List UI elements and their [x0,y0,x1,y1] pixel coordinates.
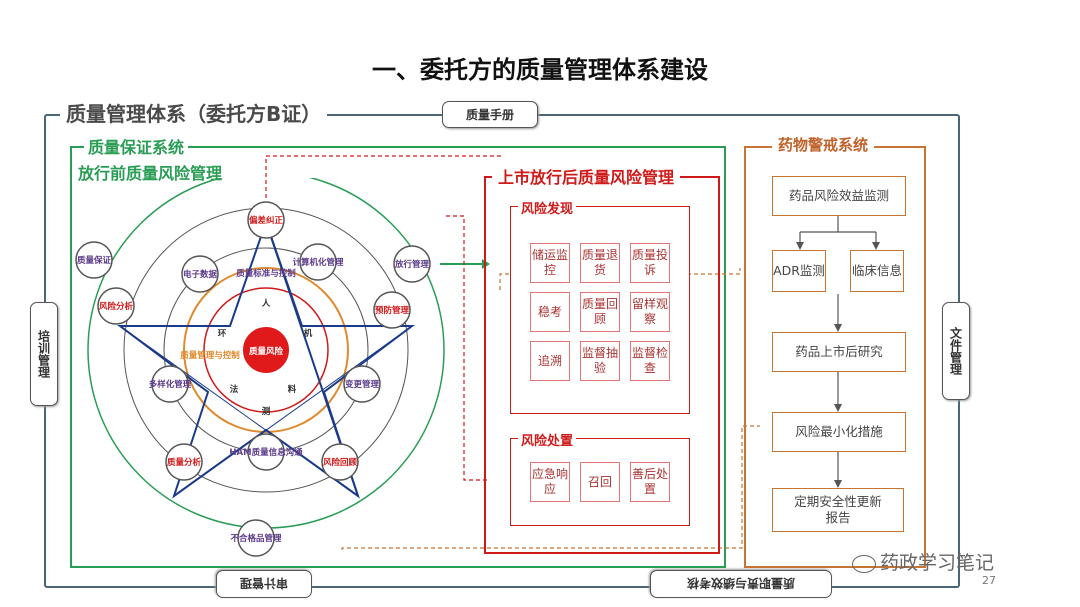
discovery-item-8: 监督检查 [630,341,670,381]
discovery-item-7: 监督抽验 [580,341,620,381]
qa-system-frame [70,146,726,568]
wechat-icon [852,554,876,573]
outer-node-2: 预防管理 [375,305,410,316]
page-number: 27 [982,574,996,587]
pv-item-2: 临床信息 [850,250,904,292]
outer-nodes: 偏差纠正 放行管理 预防管理 变更管理 风险回顾 风险分析 不合格品管理 [97,201,431,557]
quality-duty-box: 质量职责与绩效考核 [650,570,832,598]
disposal-item-0: 应急响应 [530,462,570,502]
document-management-box: 文件管理 [942,302,970,400]
watermark: 药政学习笔记 [852,548,994,575]
watermark-text: 药政学习笔记 [880,552,995,574]
outer-node-3: 变更管理 [345,379,380,390]
risk-circle-diagram: 质量风险 偏差纠正 放行管理 预防管理 变更管理 风险回顾 风险分析 不合格品管… [75,178,445,557]
pv-item-0: 药品风险效益监测 [772,176,906,216]
outer-node-4: 风险回顾 [323,457,358,468]
pre-release-title: 放行前质量风险管理 [74,160,227,184]
pv-item-4: 风险最小化措施 [772,412,906,452]
inner-node-6: 质量分析 [167,457,202,468]
star-labels: 人 机 料 法 环 测 [218,298,313,417]
discovery-item-4: 质量回顾 [580,292,620,332]
discovery-item-3: 稳考 [530,292,570,332]
inner-node-2: 质量标准与控制 [236,268,296,279]
inner-node-1: 计算机化管理 [292,257,344,268]
discovery-item-1: 质量退货 [580,243,620,283]
discovery-item-2: 质量投诉 [630,243,670,283]
star-label-1: 机 [304,328,313,339]
page-title: 一、委托方的质量管理体系建设 [372,56,708,84]
inner-node-5: HAM质量信息沟通 [229,447,303,458]
pv-system-title: 药物警戒系统 [772,134,875,155]
ring-text: 质量管理与控制 [180,350,240,361]
star-label-2: 料 [288,384,297,395]
discovery-item-0: 储运监控 [530,243,570,283]
discovery-item-5: 留样观察 [630,292,670,332]
inner-node-3: 质量保证 [77,255,112,266]
disposal-item-1: 召回 [580,462,620,502]
outer-node-1: 放行管理 [394,259,430,270]
risk-discovery-title: 风险发现 [518,198,577,217]
pv-item-1: ADR监测 [772,250,826,292]
inner-node-0: 电子数据 [183,269,218,280]
outer-node-0: 偏差纠正 [249,215,284,226]
audit-management-box: 审计管理 [216,570,312,598]
qms-title: 质量管理体系（委托方B证） [60,98,328,127]
qa-system-title: 质量保证系统 [84,134,189,158]
inner-node-4: 多样化管理 [149,379,192,390]
pv-item-5: 定期安全性更新报告 [772,488,904,532]
quality-manual-box: 质量手册 [442,101,538,128]
star-label-5: 测 [262,406,271,417]
pv-item-3: 药品上市后研究 [772,332,906,372]
risk-disposal-title: 风险处置 [518,430,577,449]
training-management-box: 培训管理 [30,302,58,406]
star-label-3: 法 [230,384,239,395]
outer-node-6: 不合格品管理 [230,533,282,544]
inner-nodes: 电子数据 计算机化管理 质量标准与控制 质量保证 多样化管理 HAM质量信息沟通… [75,241,344,481]
star-label-4: 环 [218,329,227,339]
center-risk-label: 质量风险 [249,346,284,357]
discovery-item-6: 追溯 [530,341,570,381]
pv-flow-lines [796,216,880,488]
post-market-title: 上市放行后质量风险管理 [492,164,681,188]
star-label-0: 人 [262,298,271,309]
outer-node-5: 风险分析 [99,301,134,312]
disposal-item-2: 善后处置 [630,462,670,502]
